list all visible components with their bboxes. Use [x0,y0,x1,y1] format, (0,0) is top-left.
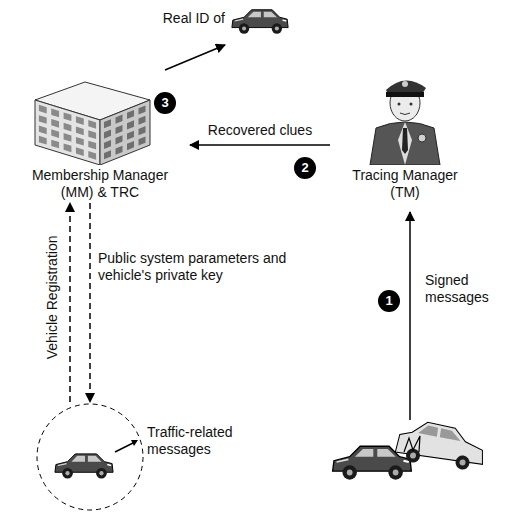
vehicle-identity: Real ID of [130,0,300,45]
edge-label: Public system parameters and vehicle's p… [98,250,308,284]
signed-messages-arrow [409,212,411,420]
dashed-arrow [89,203,91,402]
node-label: Tracing Manager (TM) [345,167,465,201]
arrow [165,45,225,70]
callout-number: 2 [294,157,316,179]
edge-label: Vehicle Registration [44,222,61,372]
dashed-arrow [69,203,71,402]
vehicle-group: Traffic-related messages [35,402,145,512]
building-icon [25,70,155,165]
arrow [190,144,330,146]
edge-label: Recovered clues [205,122,315,139]
callout-number: 1 [378,290,400,312]
tracing-manager: Tracing Manager (TM) [330,70,480,203]
node-label: Membership Manager (MM) & TRC [25,167,175,201]
callout-number: 3 [154,92,176,114]
node-label: Traffic-related messages [147,424,262,458]
arrow-label: Signed messages [425,272,505,306]
car-icon [230,2,290,40]
police-officer-icon [330,70,480,165]
membership-manager: Membership Manager (MM) & TRC [10,70,190,203]
node-label: Real ID of [130,10,225,27]
dashed-vehicle-circle [35,402,145,512]
crash-illustration [333,418,488,479]
